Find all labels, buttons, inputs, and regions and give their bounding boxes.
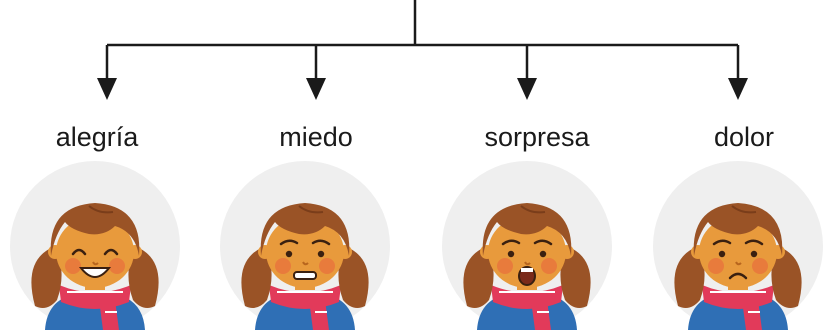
pigtail-left xyxy=(674,248,705,308)
pigtail-right xyxy=(128,248,159,308)
brow-right xyxy=(533,239,553,246)
scarf xyxy=(702,285,774,330)
emotion-label-sorpresa: sorpresa xyxy=(484,122,590,152)
cheek-left xyxy=(65,258,81,274)
faces-row xyxy=(10,161,823,330)
emotion-label-alegria: alegría xyxy=(56,122,140,152)
cheek-left xyxy=(497,258,513,274)
eye-right xyxy=(317,250,325,258)
nose xyxy=(524,261,531,266)
pigtail-right xyxy=(771,248,802,308)
arrow-head-icon xyxy=(97,78,117,100)
pigtail-left xyxy=(463,248,494,308)
brow-left xyxy=(712,239,732,246)
nose xyxy=(92,261,99,266)
eye-right xyxy=(539,250,547,258)
girl-face-smile xyxy=(10,161,180,330)
arrow-head-icon xyxy=(728,78,748,100)
girl-face-fear xyxy=(220,161,390,330)
hair xyxy=(693,203,783,256)
arrow-head-icon xyxy=(306,78,326,100)
mouth xyxy=(728,272,748,280)
pigtail-left xyxy=(241,248,272,308)
hair xyxy=(50,203,140,256)
connector-lines xyxy=(97,0,748,100)
arrow-dolor xyxy=(728,45,748,100)
emotion-label-miedo: miedo xyxy=(279,122,353,152)
nose xyxy=(735,261,742,266)
arrow-alegria xyxy=(97,45,117,100)
girl-face-pain xyxy=(653,161,823,330)
scarf xyxy=(491,285,563,330)
mouth xyxy=(78,267,112,278)
arrow-miedo xyxy=(306,45,326,100)
cheek-right xyxy=(541,258,557,274)
emotion-label-dolor: dolor xyxy=(714,122,774,152)
eye-right xyxy=(103,248,119,256)
cheek-left xyxy=(275,258,291,274)
pigtail-right xyxy=(560,248,591,308)
eye-left xyxy=(71,248,87,256)
nose xyxy=(302,261,309,266)
cheek-right xyxy=(109,258,125,274)
cheek-left xyxy=(708,258,724,274)
arrow-sorpresa xyxy=(517,45,537,100)
hair xyxy=(482,203,572,256)
eye-left xyxy=(285,250,293,258)
hair xyxy=(260,203,350,256)
brow-right xyxy=(744,239,764,246)
cheek-right xyxy=(319,258,335,274)
eye-left xyxy=(507,250,515,258)
mouth xyxy=(293,271,317,280)
brow-left xyxy=(501,239,521,246)
brow-right xyxy=(311,239,331,246)
eye-right xyxy=(750,250,758,258)
cheek-right xyxy=(752,258,768,274)
scarf xyxy=(269,285,341,330)
girl-face-surprise xyxy=(442,161,612,330)
eye-left xyxy=(718,250,726,258)
brow-left xyxy=(279,239,299,246)
pigtail-left xyxy=(31,248,62,308)
scarf xyxy=(59,285,131,330)
arrow-head-icon xyxy=(517,78,537,100)
pigtail-right xyxy=(338,248,369,308)
